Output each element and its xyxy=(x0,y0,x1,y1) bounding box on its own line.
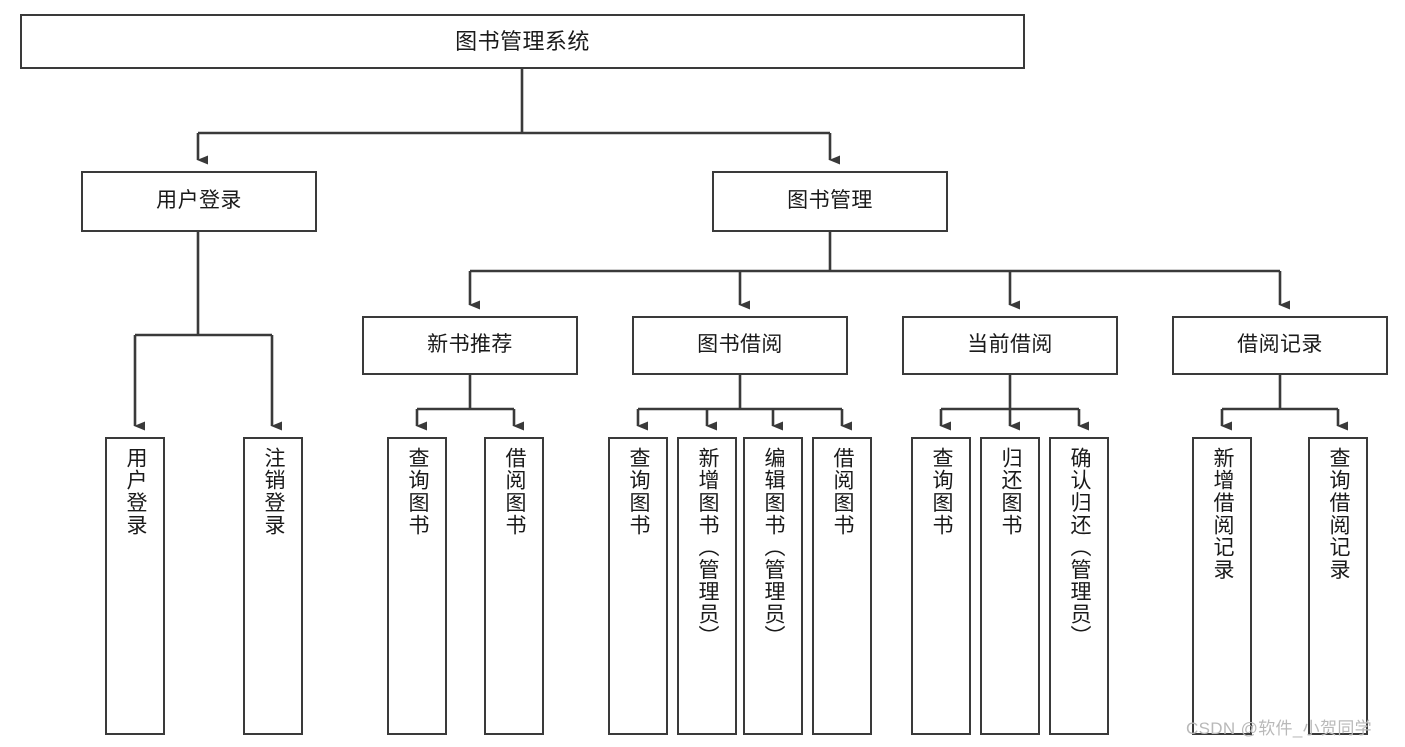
leaf-bb-query-book[interactable]: 查询图书 xyxy=(608,437,668,735)
node-label: 图书借阅 xyxy=(697,333,783,357)
leaf-cb-return-book[interactable]: 归还图书 xyxy=(980,437,1040,735)
node-label: 借阅记录 xyxy=(1237,333,1323,357)
node-label: 查询图书 xyxy=(627,447,651,537)
node-label: 当前借阅 xyxy=(967,333,1053,357)
node-label: 图书管理系统 xyxy=(455,28,590,54)
leaf-cb-query-book[interactable]: 查询图书 xyxy=(911,437,971,735)
node-label: 新增图书（管理员） xyxy=(696,447,720,648)
leaf-br-query-record[interactable]: 查询借阅记录 xyxy=(1308,437,1368,735)
node-root-book-management-system[interactable]: 图书管理系统 xyxy=(20,14,1025,69)
node-label: 用户登录 xyxy=(156,189,242,213)
node-book-management[interactable]: 图书管理 xyxy=(712,171,948,232)
leaf-user-login[interactable]: 用户登录 xyxy=(105,437,165,735)
node-user-login[interactable]: 用户登录 xyxy=(81,171,317,232)
leaf-nb-query-book[interactable]: 查询图书 xyxy=(387,437,447,735)
node-label: 借阅图书 xyxy=(831,447,855,537)
node-label: 查询借阅记录 xyxy=(1327,447,1351,581)
node-label: 注销登录 xyxy=(262,447,286,537)
node-label: 图书管理 xyxy=(787,189,873,213)
node-label: 查询图书 xyxy=(406,447,430,537)
leaf-bb-add-book-admin[interactable]: 新增图书（管理员） xyxy=(677,437,737,735)
node-label: 新增借阅记录 xyxy=(1211,447,1235,581)
node-book-borrow[interactable]: 图书借阅 xyxy=(632,316,848,375)
leaf-logout[interactable]: 注销登录 xyxy=(243,437,303,735)
leaf-nb-borrow-book[interactable]: 借阅图书 xyxy=(484,437,544,735)
node-label: 查询图书 xyxy=(930,447,954,537)
leaf-br-add-record[interactable]: 新增借阅记录 xyxy=(1192,437,1252,735)
csdn-watermark: CSDN @软件_小贺同学 xyxy=(1186,719,1373,738)
node-borrow-record[interactable]: 借阅记录 xyxy=(1172,316,1388,375)
node-label: 编辑图书（管理员） xyxy=(762,447,786,648)
node-current-borrow[interactable]: 当前借阅 xyxy=(902,316,1118,375)
node-label: 用户登录 xyxy=(124,447,148,537)
leaf-bb-borrow-book[interactable]: 借阅图书 xyxy=(812,437,872,735)
node-label: 新书推荐 xyxy=(427,333,513,357)
leaf-cb-confirm-return-admin[interactable]: 确认归还（管理员） xyxy=(1049,437,1109,735)
node-new-book-recommend[interactable]: 新书推荐 xyxy=(362,316,578,375)
node-label: 确认归还（管理员） xyxy=(1068,447,1092,648)
leaf-bb-edit-book-admin[interactable]: 编辑图书（管理员） xyxy=(743,437,803,735)
node-label: 借阅图书 xyxy=(503,447,527,537)
node-label: 归还图书 xyxy=(999,447,1023,537)
